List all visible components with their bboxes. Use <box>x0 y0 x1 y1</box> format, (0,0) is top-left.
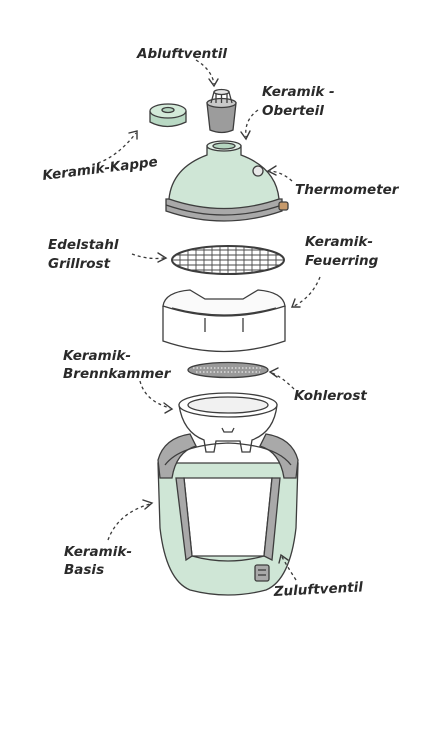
label-edelstahl-line2: Grillrost <box>48 256 111 272</box>
abluftventil-part <box>206 88 237 134</box>
label-zuluftventil: Zuluftventil <box>272 579 363 600</box>
label-kohlerost: Kohlerost <box>294 388 367 404</box>
label-feuerring-line2: Feuerring <box>305 253 379 269</box>
keramik-feuerring-part <box>162 289 286 353</box>
edelstahl-grillrost-part <box>171 245 285 275</box>
label-brennkammer-line2: Brennkammer <box>63 366 172 382</box>
keramik-brennkammer-part <box>178 392 278 453</box>
label-brennkammer-line1: Keramik- <box>63 348 131 364</box>
label-basis-line1: Keramik- <box>64 544 132 560</box>
label-edelstahl-line1: Edelstahl <box>48 237 119 253</box>
label-abluftventil: Abluftventil <box>136 46 227 62</box>
label-keramik-kappe: Keramik-Kappe <box>42 154 159 184</box>
label-thermometer: Thermometer <box>295 182 400 198</box>
keramik-basis-part <box>157 433 299 596</box>
kohlerost-part <box>187 361 269 379</box>
pointer-arrows <box>97 59 321 581</box>
label-keramik-oberteil-line2: Oberteil <box>262 103 324 119</box>
label-keramik-oberteil-line1: Keramik - <box>262 84 335 100</box>
keramik-oberteil-part <box>165 140 289 222</box>
label-basis-line2: Basis <box>64 562 104 578</box>
labels: Abluftventil Keramik - Oberteil Keramik-… <box>42 46 400 600</box>
keramik-kappe-part <box>149 103 187 128</box>
label-feuerring-line1: Keramik- <box>305 234 373 250</box>
